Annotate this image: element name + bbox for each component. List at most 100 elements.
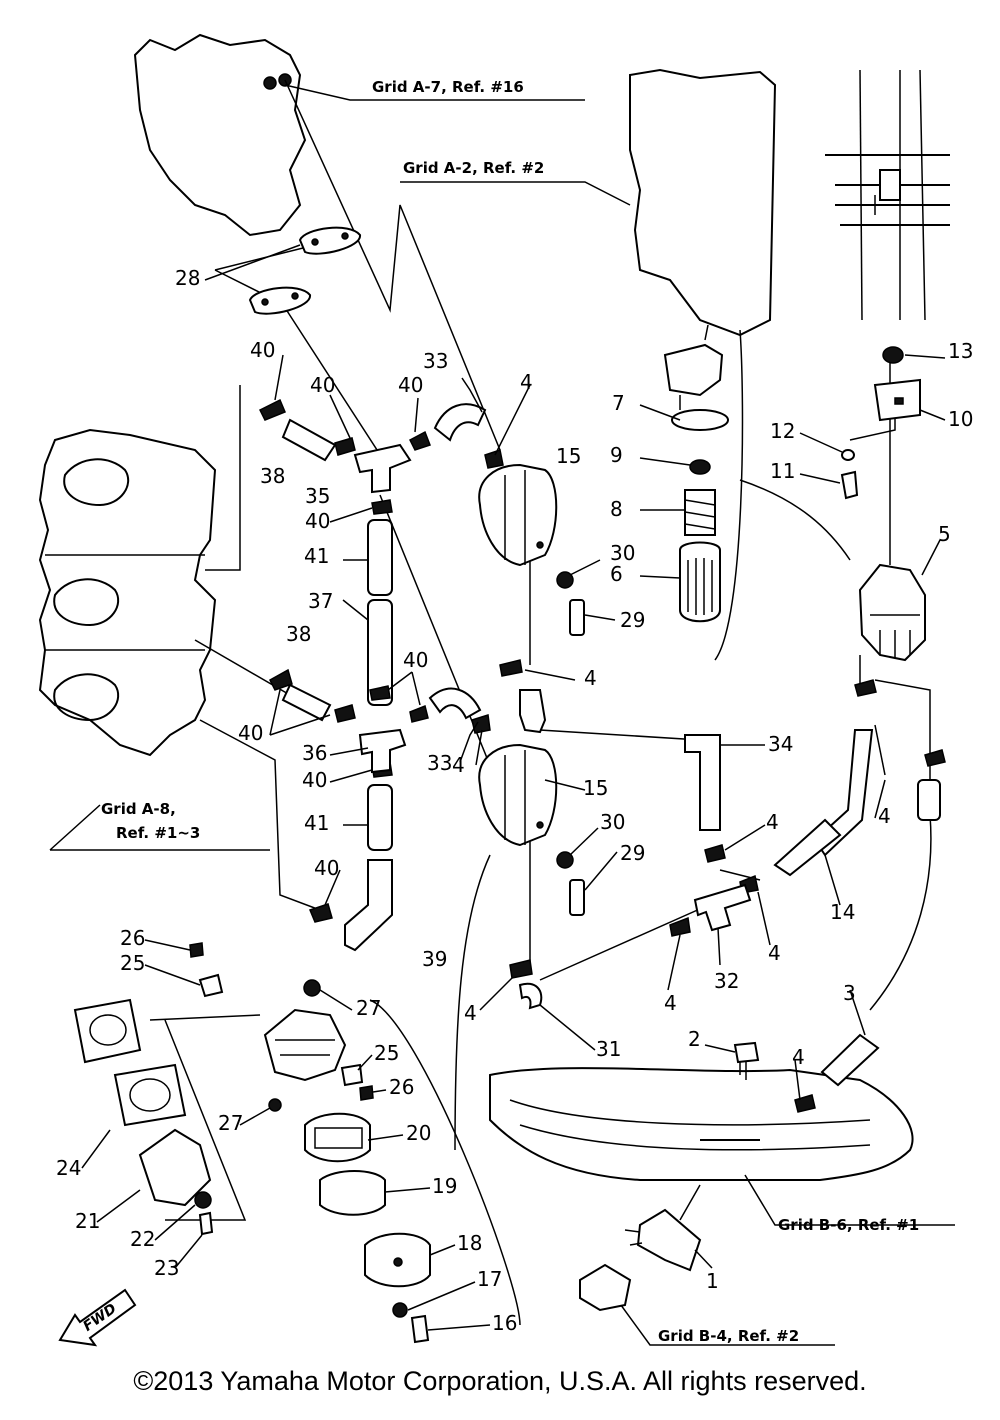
drain-screw-2 [733, 1041, 760, 1080]
callout-40: 40 [403, 648, 428, 672]
filter-element-6 [679, 541, 721, 623]
callout-29: 29 [620, 841, 645, 865]
callout-29: 29 [620, 608, 645, 632]
fuel-system-diagram: FWD Grid A-7, Ref. #16 Grid A-2, Ref. #2… [38, 33, 973, 1347]
hose-38-lower [281, 683, 332, 722]
callout-40: 40 [310, 373, 335, 397]
callout-10: 10 [948, 407, 973, 431]
hose-3 [820, 1033, 880, 1087]
grid-ref-a7: Grid A-7, Ref. #16 [372, 78, 524, 96]
callout-6: 6 [610, 562, 623, 586]
callout-35: 35 [305, 484, 330, 508]
tee-joint-35 [353, 443, 412, 494]
callout-12: 12 [770, 419, 795, 443]
spring-8 [684, 489, 716, 536]
callout-15: 15 [583, 776, 608, 800]
hose-33-upper [433, 403, 487, 442]
screw-16 [410, 1314, 430, 1344]
hose-short [917, 779, 941, 821]
callout-26: 26 [389, 1075, 414, 1099]
callout-7: 7 [612, 391, 625, 415]
callout-4: 4 [878, 804, 891, 828]
callout-40: 40 [238, 721, 263, 745]
diaphragm-20 [304, 1112, 371, 1163]
callout-39: 39 [422, 947, 447, 971]
callout-31: 31 [596, 1037, 621, 1061]
tee-joint-32 [693, 883, 752, 932]
hose-37 [367, 599, 393, 706]
callout-40: 40 [305, 509, 330, 533]
callout-1: 1 [706, 1269, 719, 1293]
callout-38: 38 [260, 464, 285, 488]
hose-14-lower [773, 818, 842, 877]
hose-31-elbow [518, 982, 543, 1010]
callout-27: 27 [356, 996, 381, 1020]
pump-body [263, 1008, 347, 1082]
bracket-10 [873, 378, 921, 422]
callout-9: 9 [610, 443, 623, 467]
fwd-arrow: FWD [58, 1288, 137, 1347]
callout-13: 13 [948, 339, 973, 363]
callout-30: 30 [600, 810, 625, 834]
check-valve-27-lower [268, 1098, 282, 1112]
hose-41-lower [367, 784, 393, 851]
hose-connector-b4 [579, 1263, 632, 1312]
callout-33: 33 [423, 349, 448, 373]
bolt-29-upper [569, 599, 585, 636]
callout-4: 4 [768, 941, 781, 965]
check-valve-22 [194, 1191, 212, 1209]
screw-23 [198, 1211, 214, 1236]
grid-ref-b6: Grid B-6, Ref. #1 [778, 1216, 919, 1234]
grid-ref-a2: Grid A-2, Ref. #2 [403, 159, 544, 177]
hose-38-upper [281, 418, 337, 462]
callout-34: 34 [768, 732, 793, 756]
callout-37: 37 [308, 589, 333, 613]
callout-4: 4 [452, 753, 465, 777]
screw-11 [840, 470, 859, 500]
callout-33: 33 [427, 751, 452, 775]
callout-19: 19 [432, 1174, 457, 1198]
crankcase-outline [629, 68, 950, 337]
hose-34 [684, 734, 721, 831]
fuel-filter-cap [663, 324, 724, 410]
callout-41: 41 [304, 544, 329, 568]
fuel-hoses [281, 403, 941, 1087]
hose-39 [344, 859, 393, 952]
washer-30-lower [556, 851, 574, 869]
callout-14: 14 [830, 900, 855, 924]
pump-cover-18 [364, 1232, 431, 1288]
callout-5: 5 [938, 522, 951, 546]
callout-4: 4 [584, 666, 597, 690]
fuel-filter-5 [858, 563, 926, 662]
callout-22: 22 [130, 1227, 155, 1251]
gasket-19 [319, 1170, 386, 1216]
callout-32: 32 [714, 969, 739, 993]
bolt-29-lower [569, 879, 585, 916]
callout-30: 30 [610, 541, 635, 565]
callout-24: 24 [56, 1156, 81, 1180]
tee-joint-36 [358, 728, 407, 774]
fitting-25-left [198, 973, 224, 998]
primer-connector-1 [624, 1208, 702, 1272]
callout-25: 25 [120, 951, 145, 975]
callout-8: 8 [610, 497, 623, 521]
hose-33-lower [428, 687, 482, 720]
callout-4: 4 [464, 1001, 477, 1025]
pump-cover-21 [138, 1128, 212, 1207]
grid-ref-b4: Grid B-4, Ref. #2 [658, 1327, 799, 1345]
fitting-25-right [340, 1063, 364, 1087]
o-ring-9 [689, 459, 711, 475]
gasket-7 [671, 409, 729, 431]
callout-28: 28 [175, 266, 200, 290]
grid-references: Grid A-7, Ref. #16 Grid A-2, Ref. #2 Gri… [101, 78, 919, 1345]
clip-26-left [189, 942, 204, 958]
grommet-13 [882, 346, 904, 364]
callout-36: 36 [302, 741, 327, 765]
gasket-28-lower [248, 286, 311, 315]
callout-4: 4 [664, 991, 677, 1015]
callout-17: 17 [477, 1267, 502, 1291]
callout-2: 2 [688, 1027, 701, 1051]
washer-17 [392, 1302, 408, 1318]
fuel-pump-lower [478, 743, 558, 847]
grid-ref-a8-line1: Grid A-8, [101, 800, 176, 818]
